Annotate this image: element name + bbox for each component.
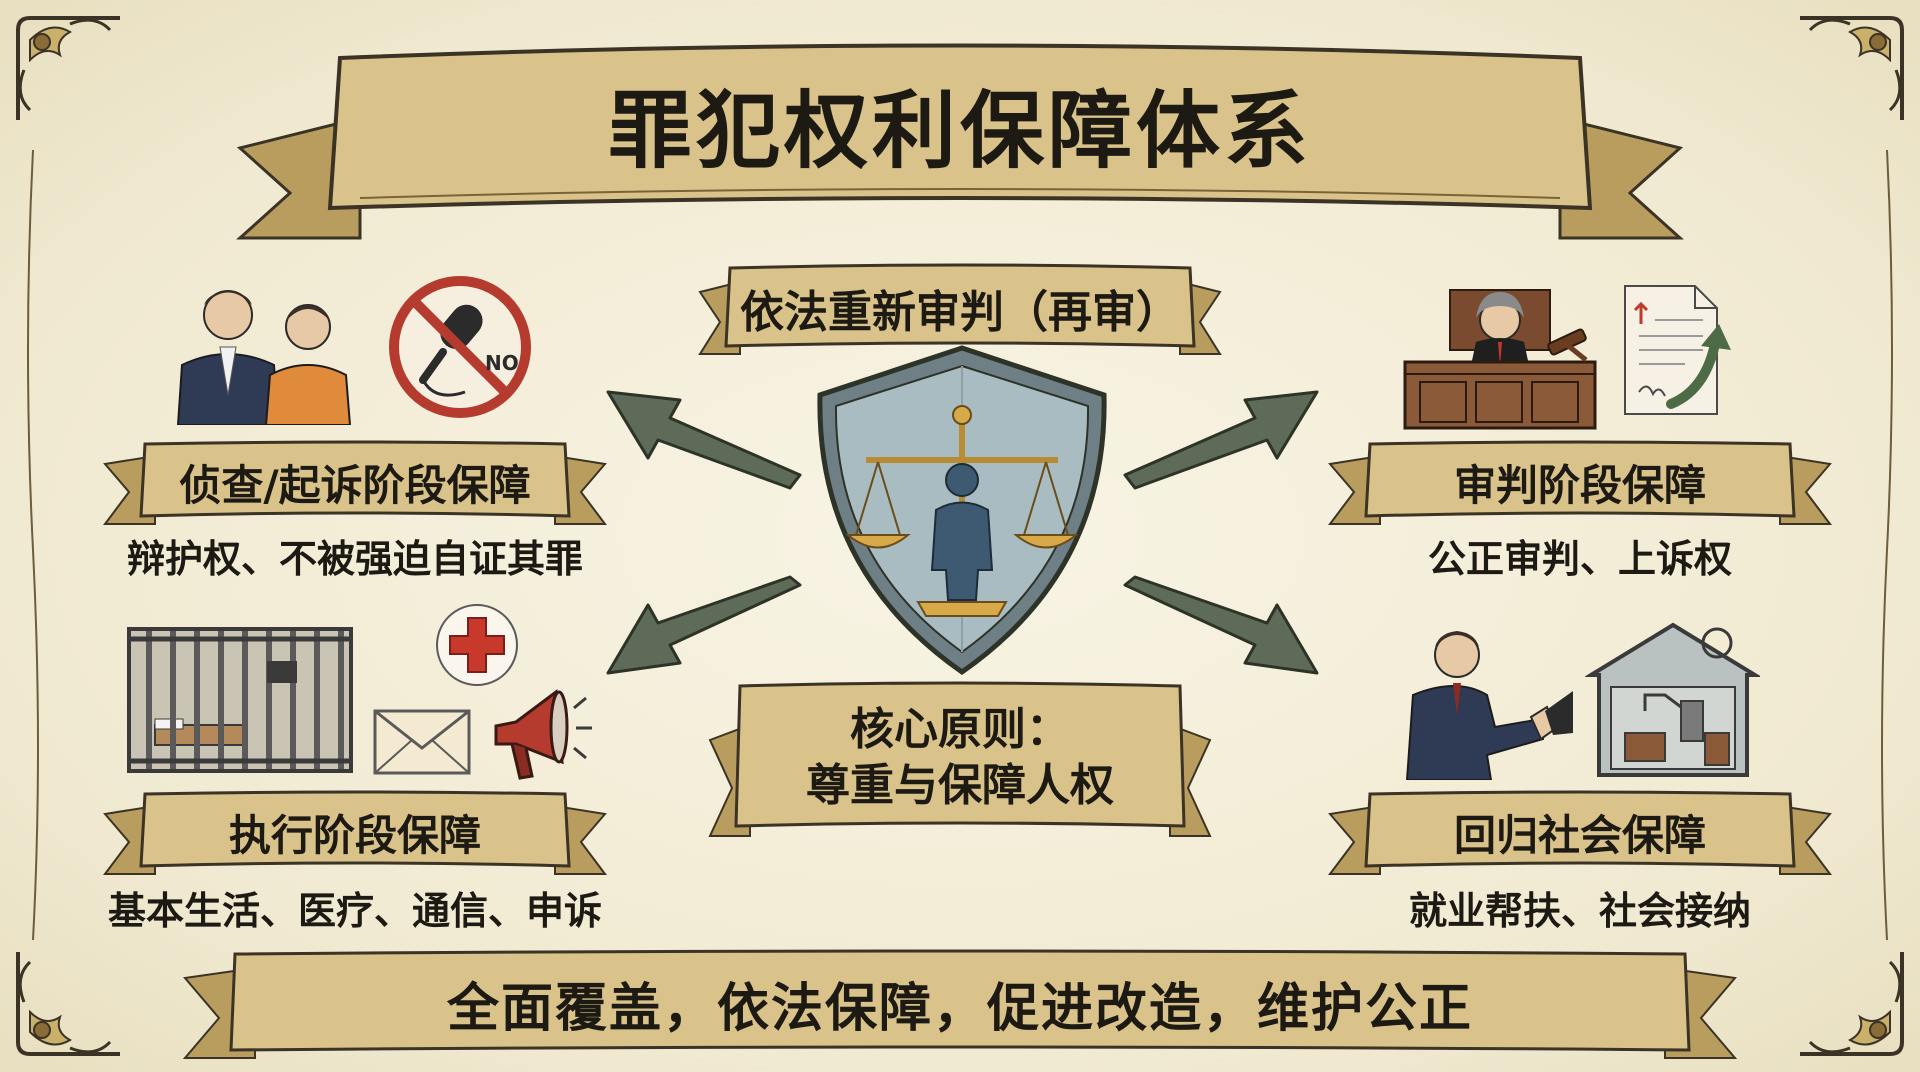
core-principle-text: 核心原则： 尊重与保障人权 [710, 680, 1210, 836]
lawyer-and-suspect-icon [176, 290, 352, 425]
summary-banner: 全面覆盖，依法保障，促进改造，维护公正 [182, 948, 1738, 1059]
stage-description: 就业帮扶、社会接纳 [1408, 889, 1751, 933]
page-title: 罪犯权利保障体系 [607, 81, 1312, 180]
arrow-up-left-icon [606, 390, 802, 490]
stage-banner-execution: 执行阶段保障 [103, 790, 607, 875]
core-principle-line1: 核心原则： [850, 704, 1070, 755]
stage-description: 基本生活、医疗、通信、申诉 [107, 889, 602, 933]
no-microphone-icon: NO [389, 276, 531, 418]
arrow-down-left-icon [606, 575, 802, 675]
prison-cell-icon [127, 627, 353, 773]
stage-banner-trial: 审判阶段保障 [1328, 440, 1832, 525]
retrial-banner: 依法重新审判（再审） [698, 262, 1222, 355]
core-principle-line2: 尊重与保障人权 [806, 760, 1114, 811]
vine-border-icon [1881, 150, 1893, 940]
stage-title: 审判阶段保障 [1453, 460, 1706, 510]
corner-ornament-icon [1800, 952, 1904, 1056]
handshake-icon [1405, 631, 1573, 780]
stage-banner-reintegration: 回归社会保障 [1328, 790, 1832, 875]
title-banner: 罪犯权利保障体系 [236, 38, 1684, 240]
stage-title: 侦查/起诉阶段保障 [179, 460, 531, 510]
arrow-down-right-icon [1123, 575, 1319, 675]
stage-description: 公正审判、上诉权 [1427, 537, 1732, 581]
retrial-label: 依法重新审判（再审） [740, 287, 1180, 338]
stage-description: 辩护权、不被强迫自证其罪 [126, 537, 583, 581]
corner-ornament-icon [16, 952, 120, 1056]
stage-banner-investigation: 侦查/起诉阶段保障 [103, 440, 607, 525]
stage-title: 执行阶段保障 [228, 810, 481, 860]
mail-envelope-icon [373, 709, 471, 775]
judge-courtroom-icon [1403, 289, 1597, 430]
medical-cross-icon [436, 604, 518, 686]
workshop-building-icon [1585, 622, 1760, 777]
corner-ornament-icon [16, 16, 120, 120]
stage-title: 回归社会保障 [1453, 810, 1706, 860]
arrow-up-right-icon [1123, 390, 1319, 490]
corner-ornament-icon [1800, 16, 1904, 120]
justice-shield-icon [817, 345, 1107, 676]
megaphone-icon [494, 689, 592, 780]
vine-border-icon [27, 150, 39, 940]
core-principle-banner: 核心原则： 尊重与保障人权 [708, 680, 1212, 837]
appeal-document-icon [1624, 285, 1731, 415]
summary-slogan: 全面覆盖，依法保障，促进改造，维护公正 [446, 978, 1473, 1039]
no-sign-text: NO [485, 351, 519, 375]
